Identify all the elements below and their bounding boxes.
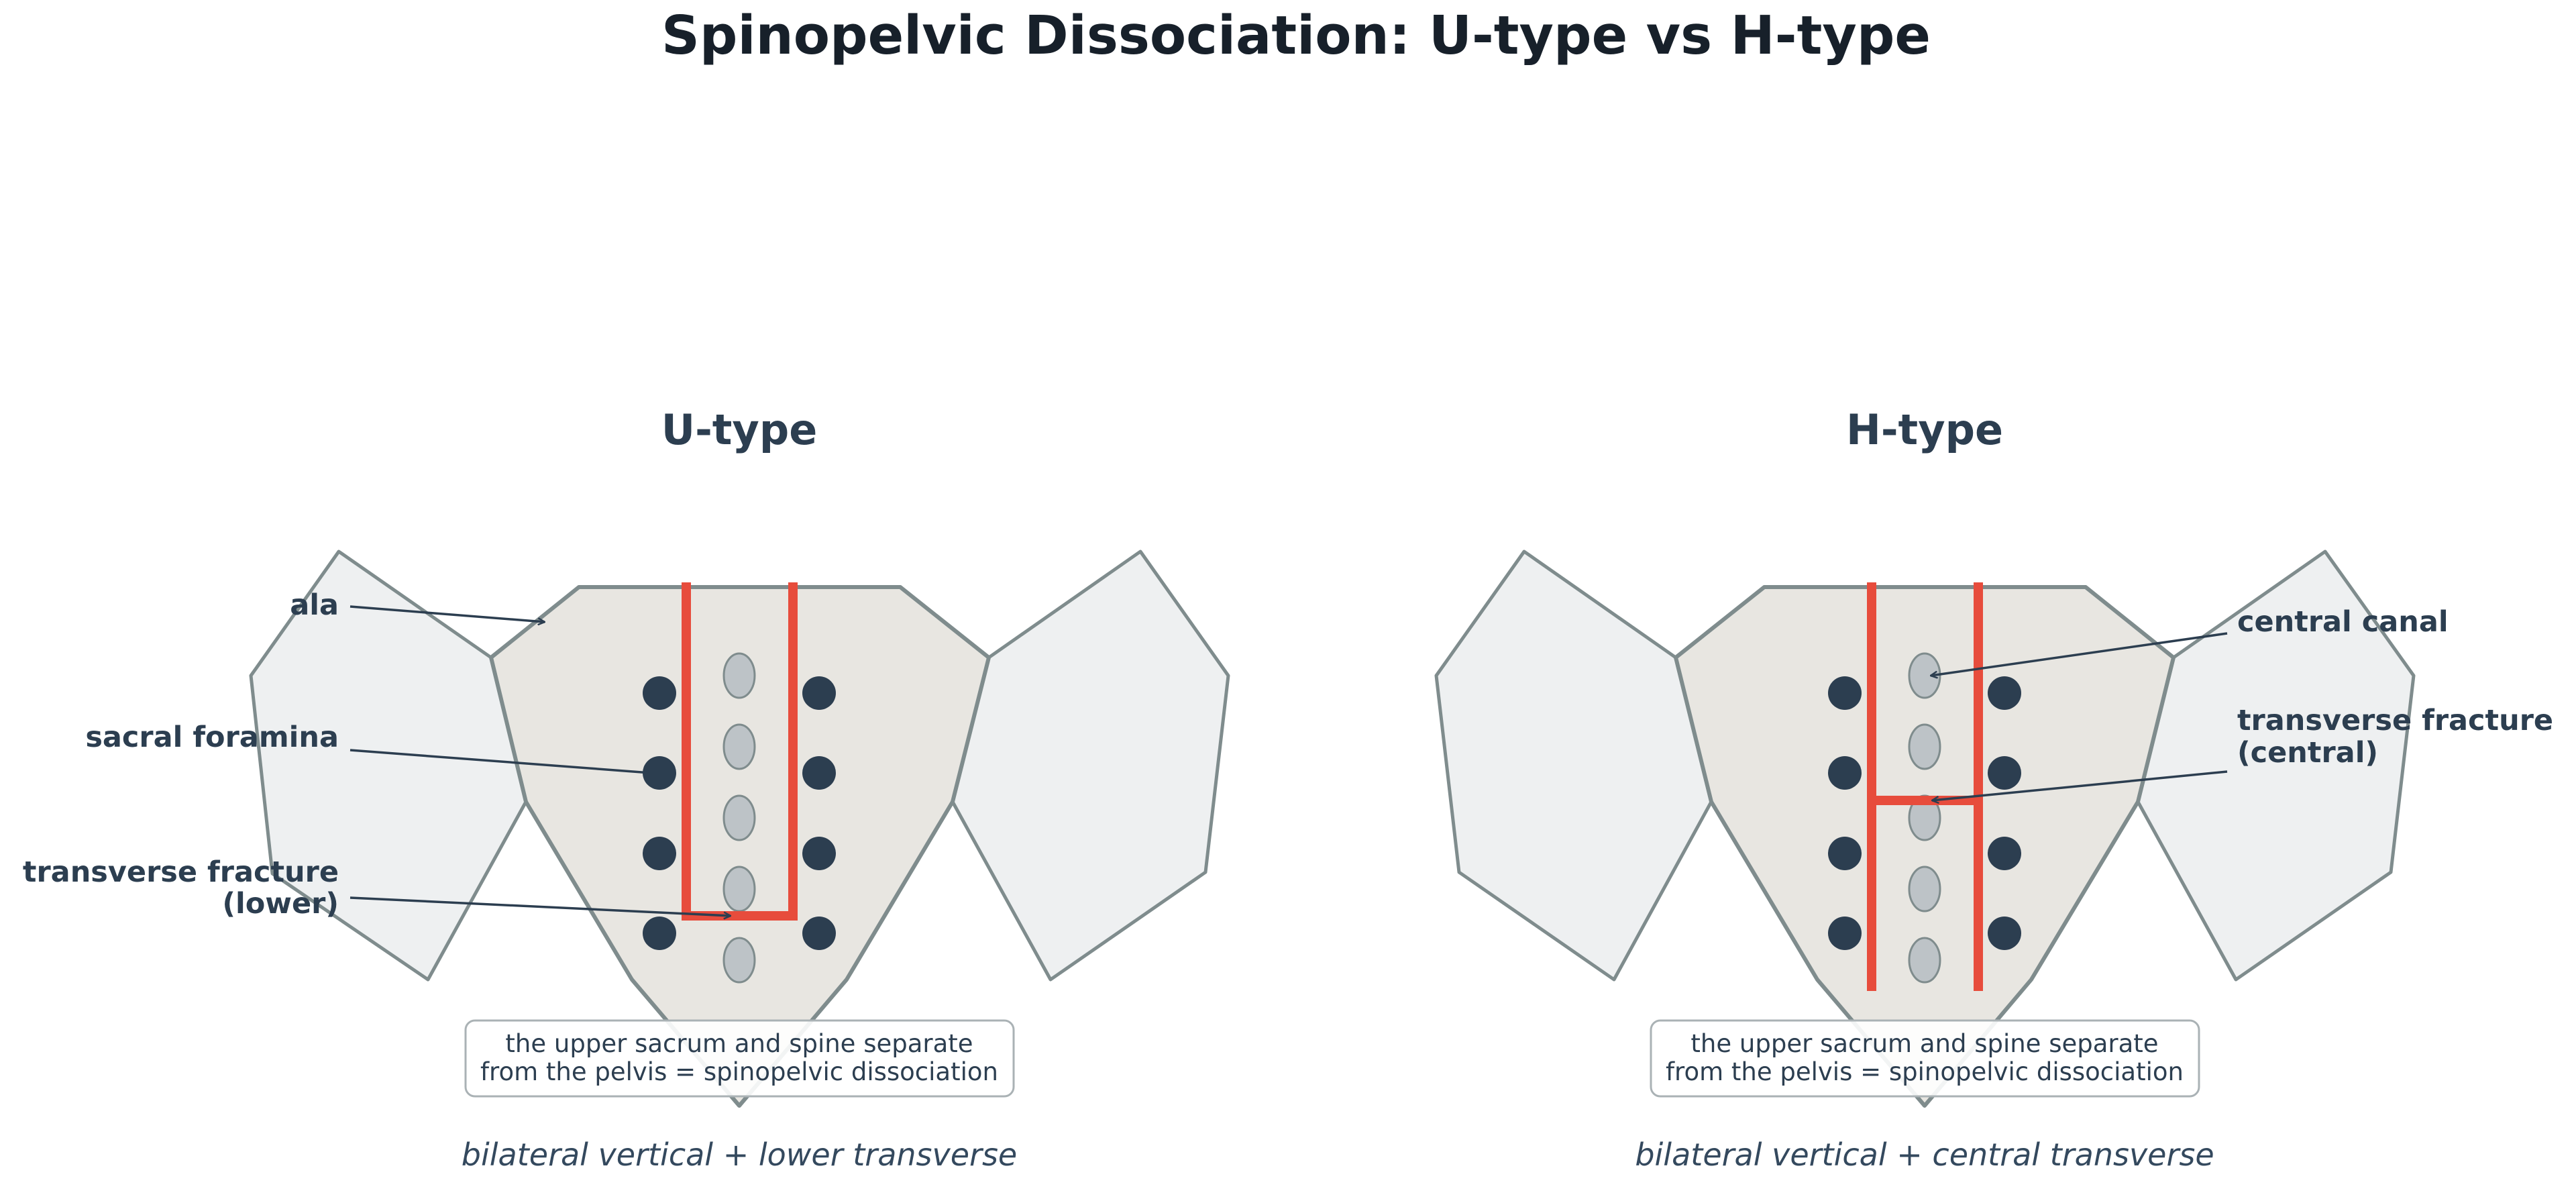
foramen [1828,837,1862,870]
central-canal [722,652,756,984]
transverse-label-line1: transverse fracture [2237,704,2553,737]
transverse-label-line1: transverse fracture [23,855,339,889]
foramen [802,837,836,870]
foramen [802,917,836,950]
canal-segment [722,723,756,770]
foramen [643,917,676,950]
foramen [1988,837,2021,870]
transverse-arrow [1932,770,2228,800]
canal-segment [1908,723,1941,770]
sacral-foramina [1828,676,2021,950]
canal-segment [722,866,756,912]
canal-segment [722,652,756,699]
h-note-box [1650,1019,2200,1098]
left-ilium [1434,550,1713,982]
u-type-title: U-type [661,405,818,454]
h-note-line2: from the pelvis = spinopelvic dissociati… [1666,1057,2184,1086]
u-note-line1: the upper sacrum and spine separate [505,1029,973,1058]
ala-label: ala [290,588,339,622]
figure-title: Spinopelvic Dissociation: U-type vs H-ty… [661,5,1931,66]
u-note-line2: from the pelvis = spinopelvic dissociati… [480,1057,998,1086]
u-fracture-lines [682,582,798,921]
canal-segment [722,794,756,841]
foramen [1828,756,1862,790]
right-ilium [951,550,1230,982]
foramen [1988,756,2021,790]
central-canal [1908,652,1941,984]
foramen [802,756,836,790]
h-note-line1: the upper sacrum and spine separate [1690,1029,2158,1058]
canal-segment [1908,866,1941,912]
canal-arrow [1931,632,2228,676]
foramen [643,756,676,790]
ala-arrow [350,605,545,622]
foramen [1988,676,2021,710]
u-note-box [464,1019,1015,1098]
transverse-arrow [350,896,731,916]
foramina-arrow [350,749,651,773]
foramen [643,676,676,710]
foramen [1988,917,2021,950]
h-fracture-lines [1867,582,1983,991]
sacral-foramina [643,676,836,950]
foramen [802,676,836,710]
foramen [643,837,676,870]
transverse-label-line2: (lower) [222,887,339,921]
transverse-label-line2: (central) [2237,736,2378,770]
u-type-panel: U-type [23,405,1230,1173]
canal-segment [1908,937,1941,984]
foramina-label: sacral foramina [85,721,339,754]
h-type-panel: H-type central canal [1434,405,2553,1173]
h-type-title: H-type [1846,405,2003,454]
foramen [1828,917,1862,950]
canal-segment [722,937,756,984]
h-caption: bilateral vertical + central transverse [1635,1137,2214,1173]
foramen [1828,676,1862,710]
canal-label: central canal [2237,605,2449,639]
u-caption: bilateral vertical + lower transverse [462,1137,1017,1173]
canal-segment [1908,652,1941,699]
